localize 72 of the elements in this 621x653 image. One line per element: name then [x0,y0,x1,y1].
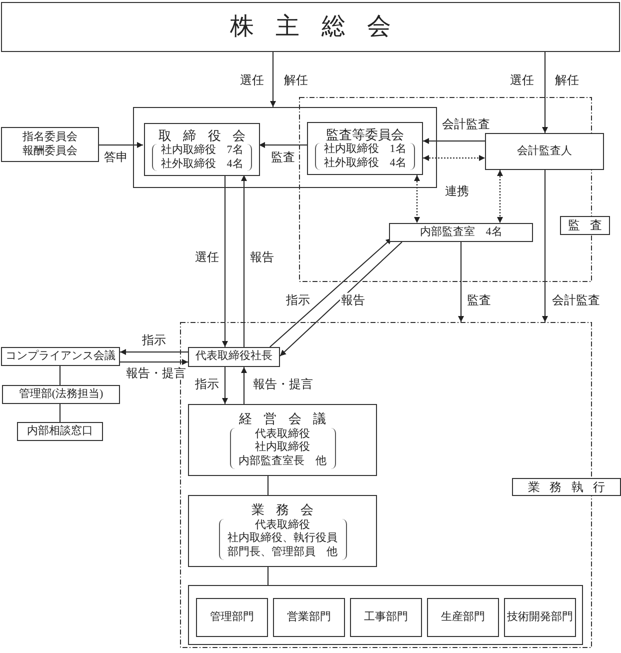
label-box: 監査 [560,216,610,235]
edge-label: 報告 [340,292,366,308]
label-box: 会計監査人 [485,133,604,170]
committee-name: 報酬委員会 [22,144,78,158]
edge-label: 監査 [270,150,296,164]
member-line: 社内取締役 [255,441,310,454]
member-line: 社内取締役、執行役員 [228,532,338,546]
arrow [120,349,188,355]
box-heading: 監査等委員会 [326,126,404,142]
organization-box [307,122,423,175]
edge-label: 報告 [249,250,275,264]
label-box: 管理部門 [196,598,268,637]
arrow [222,174,228,348]
label-box: 工事部門 [350,598,422,637]
edge-label: 答申 [103,150,129,164]
member-line: 部門長、管理部員 他 [228,546,338,560]
edge-label: 指示 [285,292,311,308]
arrow [258,142,308,148]
group-frame [188,585,583,645]
edge-label: 選任 [194,250,220,264]
member-line: 社内取締役 7名 [160,144,244,158]
arrow [269,238,392,348]
label-box: 生産部門 [427,598,499,637]
arrow [422,138,486,144]
arrow [542,170,548,322]
organization-box [188,404,377,476]
arrow [98,142,144,148]
edge-label: 選任 [509,72,535,88]
annotation-text: 連携 [444,184,470,198]
box-heading: 経営会議 [238,411,338,428]
committee-name: 指名委員会 [22,130,78,144]
label-box: 営業部門 [273,598,345,637]
arrow [241,366,247,404]
box-heading: 取締役会 [157,128,258,144]
arrow [542,52,548,134]
member-line: 代表取締役 [255,518,310,532]
annotation-text: 解任 [283,72,309,88]
edge-label: 指示 [141,332,167,348]
edge-label: 監査 [466,292,492,308]
label-box: コンプライアンス会議 [1,347,120,366]
organization-box [188,495,377,567]
edge-label: 報告・提言 [125,366,187,380]
arrow [270,52,276,108]
member-line: 社外取締役 4名 [160,158,244,172]
arrow [497,170,503,224]
arrow [422,155,486,161]
label-box: 内部相談窓口 [17,422,103,441]
arrow [241,174,247,348]
arrow [280,242,402,356]
edge-label: 報告・提言 [252,376,314,392]
member-line: 代表取締役 [255,428,310,440]
arrow [414,174,420,224]
title-box: 株主総会 [1,2,620,52]
label-box: 技術開発部門 [504,598,576,637]
arrow [222,366,228,404]
box-heading: 業務会 [250,502,326,518]
member-line: 内部監査室長 他 [238,455,326,469]
organization-box [1,127,99,162]
member-line: 社内取締役 1名 [324,142,406,156]
label-box: 代表取締役社長 [188,347,280,367]
organization-box [144,123,260,176]
edge-label: 選任 [239,72,265,88]
edge-label: 会計監査 [551,292,601,308]
edge-label: 会計監査 [441,116,491,132]
edge-label: 指示 [194,376,220,392]
arrow [458,242,464,322]
annotation-text: 解任 [554,72,580,88]
label-box: 業務執行 [512,478,621,496]
label-box: 管理部(法務担当) [2,385,120,404]
label-box: 内部監査室 4名 [389,223,533,242]
arrow [120,359,188,365]
member-line: 社外取締役 4名 [324,156,406,170]
